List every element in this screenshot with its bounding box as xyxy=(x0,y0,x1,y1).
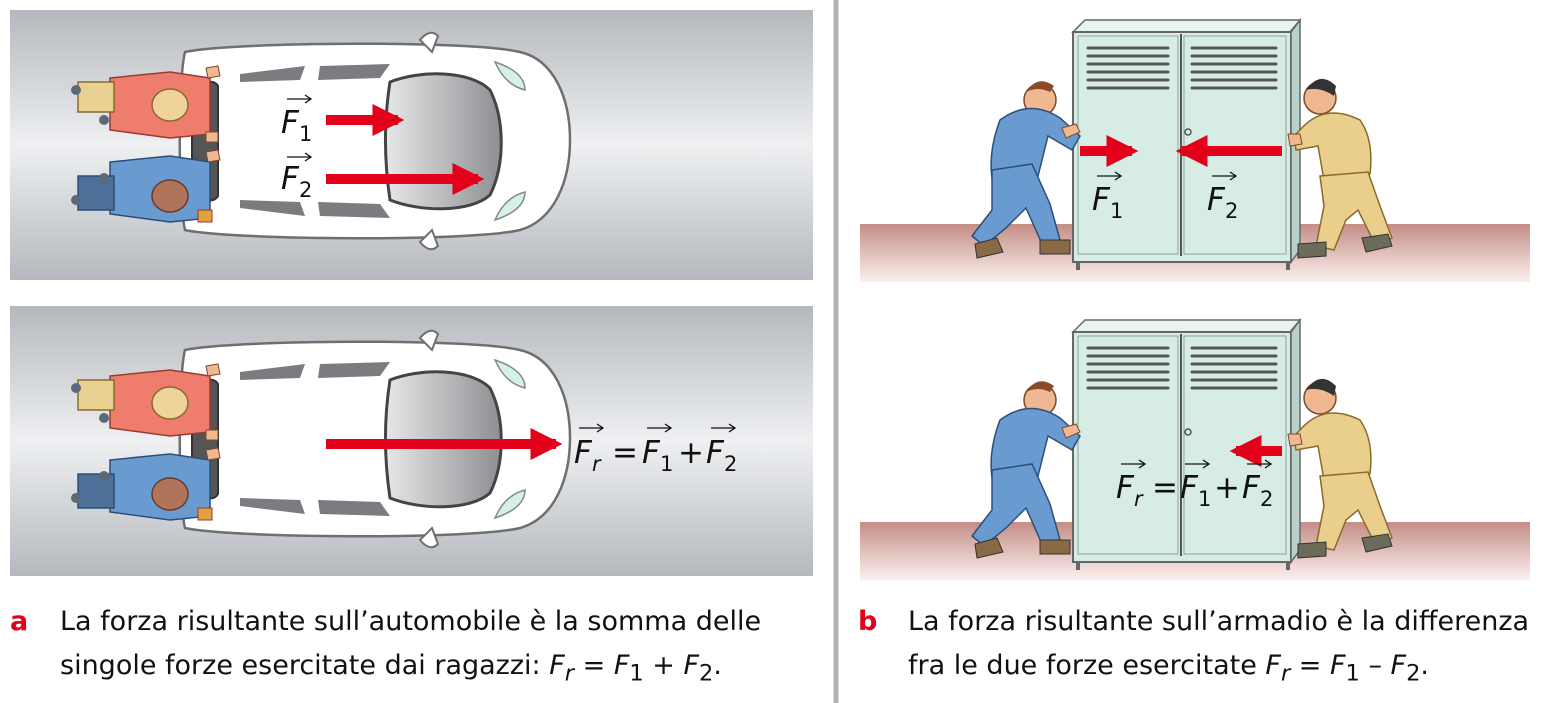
svg-text:1: 1 xyxy=(1110,199,1123,223)
svg-text:F: F xyxy=(1180,470,1199,506)
svg-text:F: F xyxy=(1092,182,1111,218)
svg-text:F: F xyxy=(706,435,725,471)
caption-a-body: La forza risultante sull’automobile è la… xyxy=(60,600,761,695)
svg-text:2: 2 xyxy=(1225,199,1238,223)
svg-text:2: 2 xyxy=(724,452,737,476)
svg-text:+: + xyxy=(678,435,704,471)
svg-text:1: 1 xyxy=(1198,487,1211,511)
svg-text:r: r xyxy=(592,452,602,476)
svg-text:F: F xyxy=(1116,470,1135,506)
svg-text:F: F xyxy=(281,161,300,197)
label-f2-cabinet: F 2 xyxy=(1207,171,1238,223)
caption-b-line1: La forza risultante sull’armadio è la di… xyxy=(908,606,1530,637)
svg-text:F: F xyxy=(1242,470,1261,506)
road-top: F 1 F 2 xyxy=(10,10,813,280)
caption-b: b La forza risultante sull’armadio è la … xyxy=(858,600,1538,690)
caption-b-body: La forza risultante sull’armadio è la di… xyxy=(908,600,1529,695)
equation-fr-cabinet: F r = F 1 + F 2 xyxy=(1116,459,1273,511)
svg-text:1: 1 xyxy=(660,452,673,476)
svg-text:2: 2 xyxy=(299,178,312,202)
caption-a-line2: singole forze esercitate dai ragazzi: Fr… xyxy=(60,650,722,687)
label-f1: F 1 xyxy=(281,94,312,146)
svg-text:F: F xyxy=(1207,182,1226,218)
equation-fr-car: F r = F 1 + F 2 xyxy=(574,423,737,476)
svg-text:F: F xyxy=(642,435,661,471)
road-bottom: F r = F 1 + F 2 xyxy=(10,306,813,576)
panel-a: F 1 F 2 F r = F 1 + xyxy=(10,10,813,576)
svg-text:2: 2 xyxy=(1260,487,1273,511)
scene-bottom: F r = F 1 + F 2 xyxy=(860,318,1530,580)
svg-text:F: F xyxy=(574,435,593,471)
caption-a: a La forza risultante sull’automobile è … xyxy=(10,600,810,690)
caption-b-line2: fra le due forze esercitate Fr = F1 – F2… xyxy=(908,650,1429,687)
svg-text:+: + xyxy=(1214,470,1240,506)
svg-text:1: 1 xyxy=(299,122,312,146)
caption-a-line1: La forza risultante sull’automobile è la… xyxy=(60,606,762,637)
svg-text:=: = xyxy=(612,435,638,471)
caption-b-letter: b xyxy=(858,606,878,637)
svg-text:r: r xyxy=(1134,487,1144,511)
caption-a-letter: a xyxy=(10,606,29,637)
scene-top: F 1 F 2 xyxy=(860,18,1530,282)
svg-text:=: = xyxy=(1152,470,1178,506)
panel-b: F 1 F 2 F r = F 1 xyxy=(860,18,1530,580)
label-f2: F 2 xyxy=(281,152,312,202)
svg-text:F: F xyxy=(281,105,300,141)
label-f1-cabinet: F 1 xyxy=(1092,171,1123,223)
